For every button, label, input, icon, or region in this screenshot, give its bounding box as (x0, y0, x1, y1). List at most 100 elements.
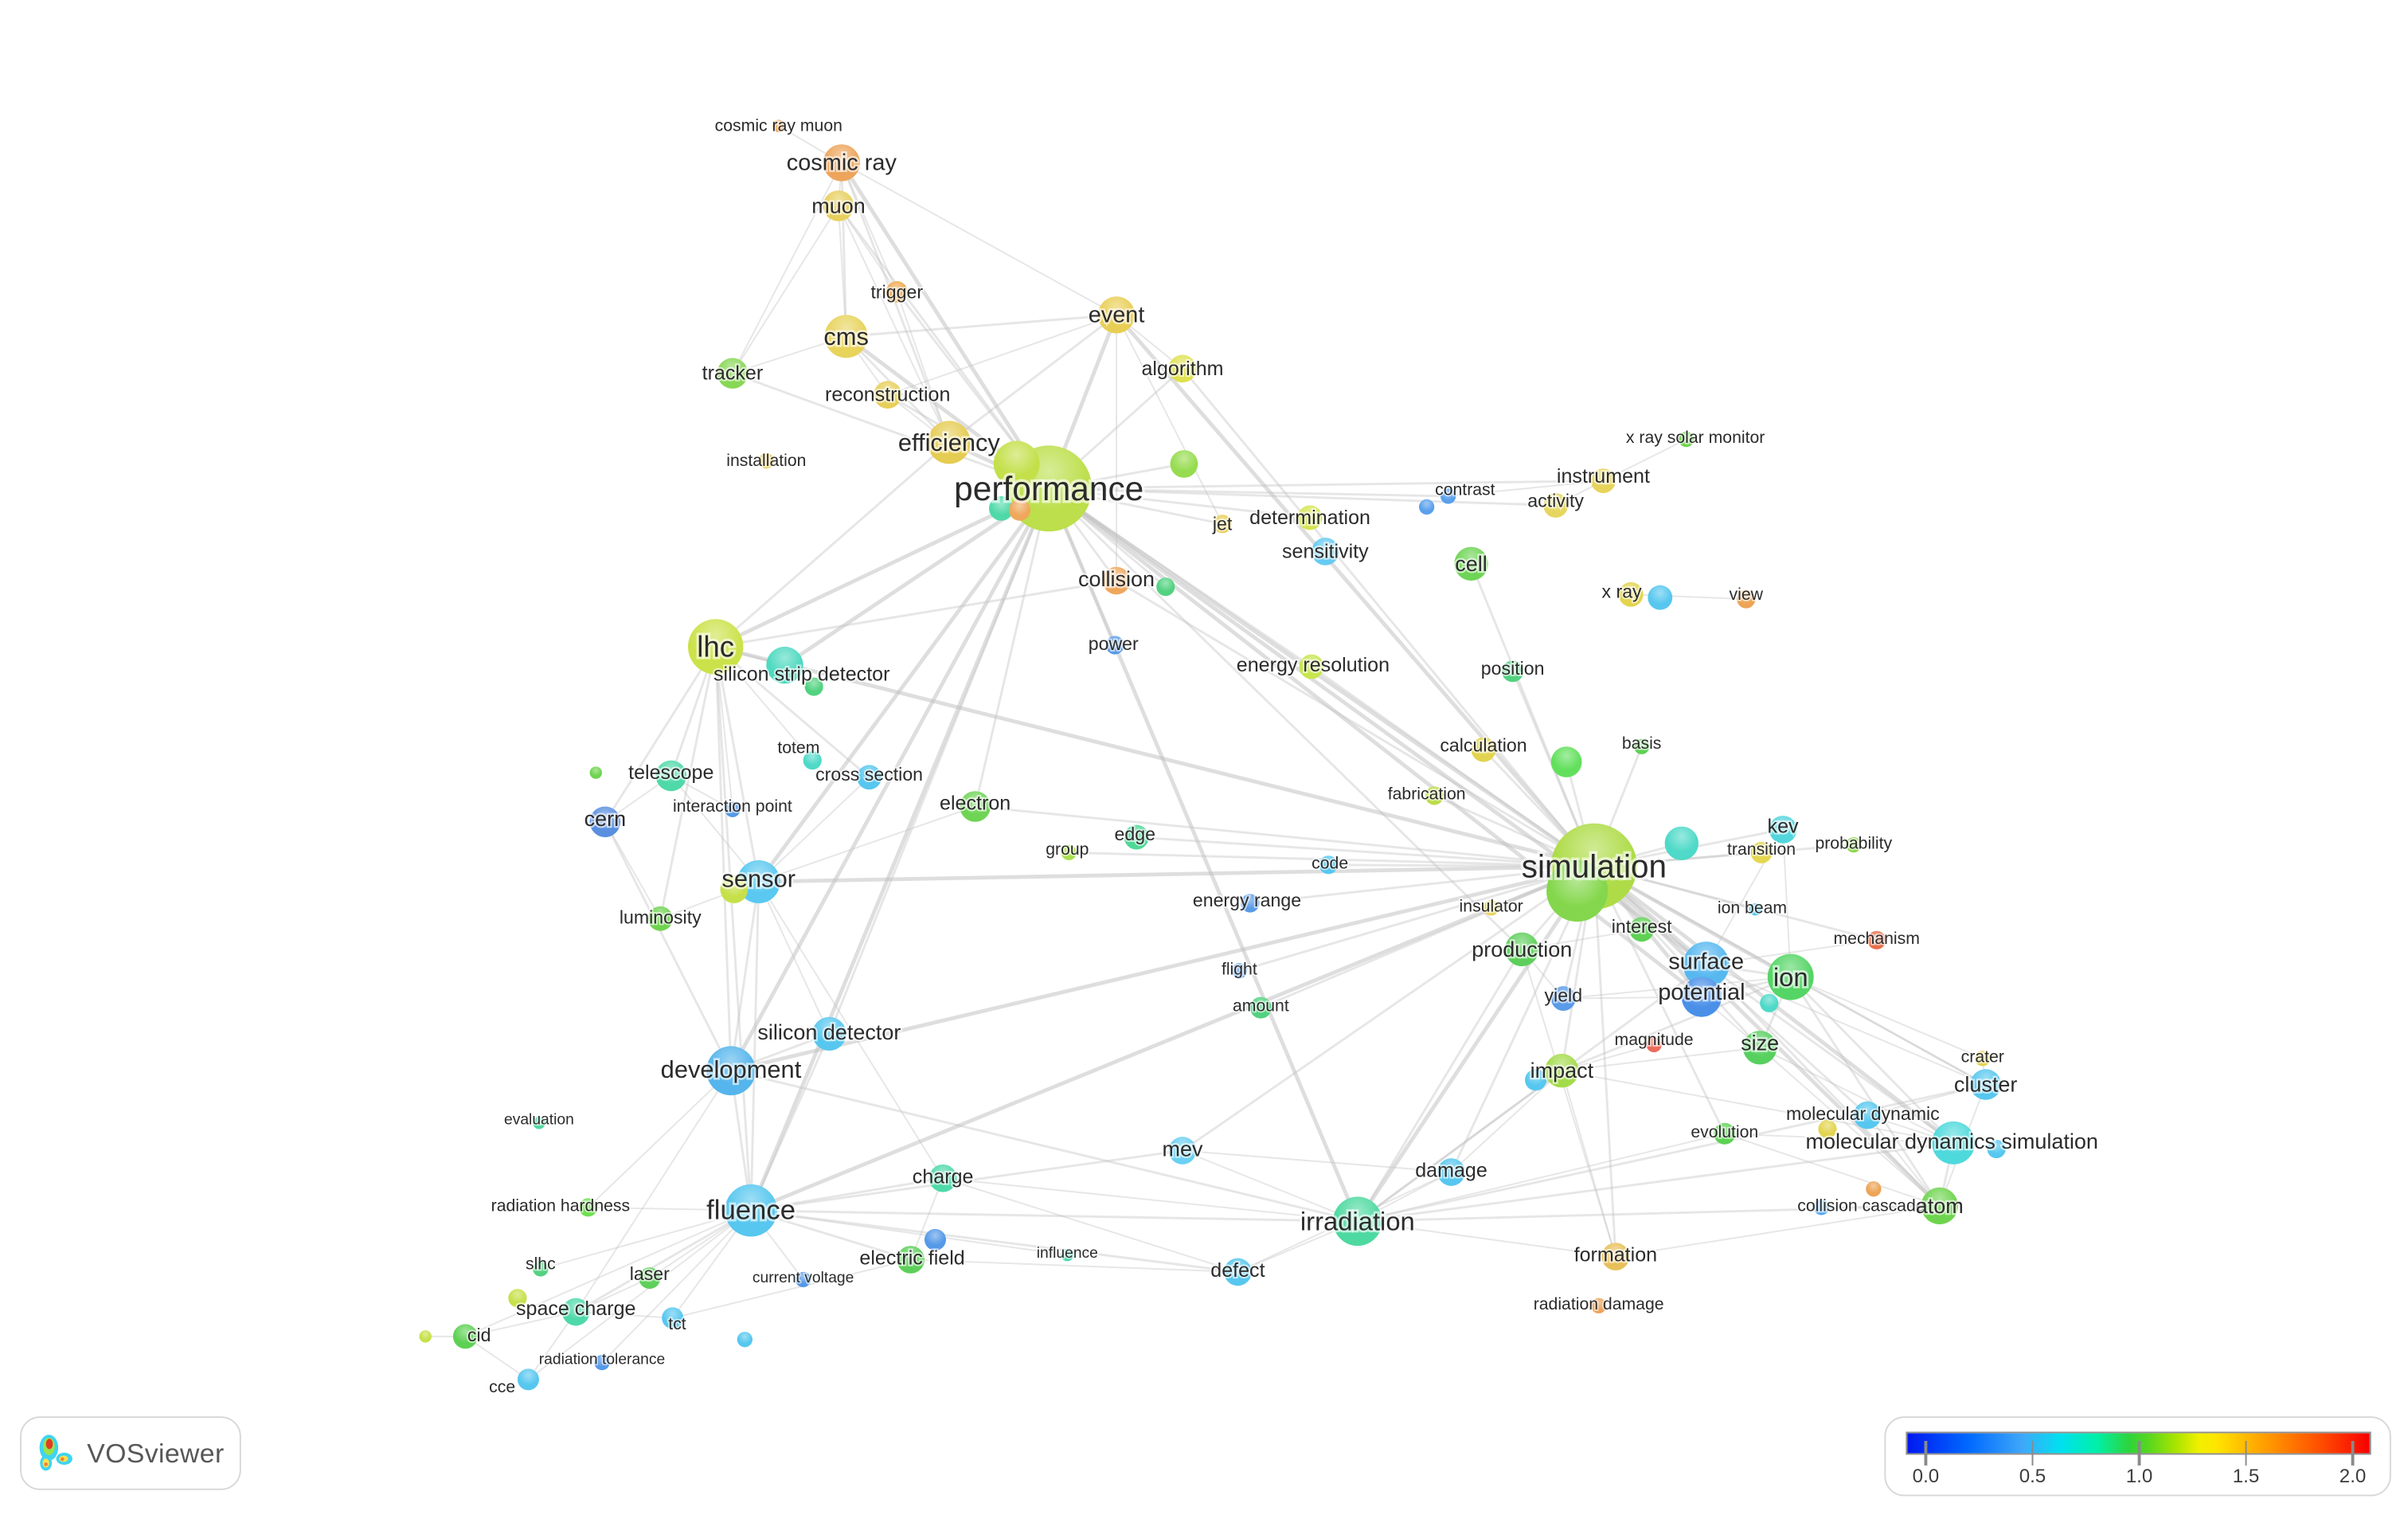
node-efficiency[interactable] (927, 421, 971, 464)
node-cms[interactable] (824, 315, 868, 358)
node-xray[interactable] (1618, 581, 1644, 607)
node-green-a[interactable] (1170, 450, 1198, 478)
node-atom[interactable] (1921, 1187, 1958, 1225)
node-current-voltage[interactable] (795, 1271, 811, 1288)
node-reconstruction[interactable] (874, 381, 902, 409)
node-radiation-hardness[interactable] (579, 1198, 598, 1217)
node-basis[interactable] (1633, 738, 1650, 754)
node-group[interactable] (1061, 844, 1077, 860)
node-collision-cascade[interactable] (1813, 1200, 1829, 1216)
node-muon[interactable] (823, 190, 854, 221)
node-cosmic-ray[interactable] (823, 144, 860, 182)
node-telescope-b[interactable] (589, 766, 602, 779)
node-dot-cyan[interactable] (737, 1332, 752, 1348)
node-molecular-dynamic[interactable] (1853, 1101, 1882, 1129)
node-ion-beam[interactable] (1749, 902, 1762, 916)
node-view[interactable] (1737, 589, 1756, 609)
node-charge[interactable] (928, 1164, 957, 1192)
node-simulation-b[interactable] (1546, 859, 1609, 922)
node-calculation[interactable] (1471, 737, 1496, 762)
node-activity[interactable] (1543, 493, 1569, 518)
node-cid-b[interactable] (419, 1330, 432, 1343)
node-formation[interactable] (1601, 1243, 1630, 1270)
node-power[interactable] (1105, 636, 1124, 655)
node-installation[interactable] (758, 452, 774, 469)
node-energy-range[interactable] (1241, 894, 1260, 913)
node-lhc[interactable] (687, 619, 744, 675)
node-kev[interactable] (1769, 816, 1797, 844)
node-jet[interactable] (1213, 515, 1232, 534)
node-radiation-damage[interactable] (1590, 1298, 1607, 1313)
node-position[interactable] (1502, 660, 1524, 683)
node-cluster[interactable] (1970, 1069, 2001, 1100)
node-electron[interactable] (960, 791, 991, 822)
node-green-b[interactable] (1550, 746, 1582, 777)
node-atom-b[interactable] (1866, 1181, 1882, 1197)
node-irradiation[interactable] (1332, 1196, 1382, 1247)
node-influence[interactable] (1061, 1248, 1074, 1262)
node-size[interactable] (1742, 1031, 1777, 1065)
node-cern[interactable] (589, 806, 621, 838)
node-mds-b[interactable] (1987, 1139, 2006, 1159)
node-damage[interactable] (1437, 1158, 1465, 1186)
node-potential[interactable] (1681, 977, 1722, 1017)
node-cross-section[interactable] (857, 765, 882, 790)
node-interest[interactable] (1629, 917, 1655, 942)
node-sensitivity[interactable] (1311, 537, 1339, 566)
node-luminosity[interactable] (647, 906, 673, 931)
node-ssd-b[interactable] (804, 677, 823, 696)
node-interaction-point[interactable] (725, 801, 741, 817)
node-development[interactable] (706, 1046, 756, 1096)
node-electric-field[interactable] (897, 1246, 924, 1274)
node-telescope[interactable] (655, 760, 687, 792)
node-energy-resolution[interactable] (1299, 654, 1324, 679)
node-determination[interactable] (1297, 505, 1323, 530)
node-mechanism[interactable] (1867, 930, 1886, 949)
node-laser[interactable] (639, 1267, 661, 1290)
node-code[interactable] (1319, 855, 1338, 875)
node-silicon-detector[interactable] (812, 1016, 846, 1051)
node-fabrication[interactable] (1425, 786, 1444, 805)
node-mds[interactable] (1932, 1121, 1976, 1165)
node-silicon-strip-detector[interactable] (766, 646, 803, 684)
node-collision-b[interactable] (1156, 577, 1175, 597)
node-moldyn-b[interactable] (1818, 1119, 1837, 1139)
node-transition[interactable] (1750, 841, 1773, 863)
node-performance-b[interactable] (993, 440, 1040, 487)
node-tracker[interactable] (717, 358, 749, 389)
node-xray-b[interactable] (1648, 585, 1673, 610)
node-insulator[interactable] (1483, 900, 1499, 916)
node-surface[interactable] (1683, 941, 1730, 988)
node-collision[interactable] (1102, 566, 1131, 595)
node-radiation-tolerance[interactable] (594, 1354, 610, 1371)
node-evaluation[interactable] (533, 1117, 545, 1129)
node-cce[interactable] (517, 1368, 539, 1391)
node-contrast-b[interactable] (1418, 499, 1435, 515)
node-amount[interactable] (1249, 996, 1272, 1019)
node-event[interactable] (1097, 296, 1136, 334)
vosviewer-logo[interactable]: VOSviewer (20, 1416, 241, 1490)
node-cid[interactable] (452, 1324, 478, 1349)
node-xray-solar-monitor[interactable] (1678, 431, 1695, 448)
node-flight[interactable] (1231, 963, 1247, 979)
node-evolution[interactable] (1714, 1122, 1736, 1145)
node-tct[interactable] (662, 1307, 684, 1329)
node-perf-orange[interactable] (1009, 499, 1031, 521)
node-magnitude[interactable] (1646, 1036, 1662, 1053)
node-impact-b[interactable] (1525, 1069, 1547, 1091)
node-totem[interactable] (803, 751, 822, 770)
node-ion[interactable] (1767, 953, 1814, 1000)
node-cell[interactable] (1454, 546, 1488, 581)
node-perf-teal[interactable] (988, 495, 1014, 521)
node-yield[interactable] (1550, 986, 1576, 1011)
node-production[interactable] (1504, 932, 1539, 967)
node-space-charge[interactable] (561, 1298, 590, 1326)
node-crater[interactable] (1975, 1051, 1991, 1067)
node-slhc[interactable] (533, 1261, 549, 1277)
node-edge[interactable] (1124, 824, 1149, 850)
node-cosmic-ray-muon[interactable] (772, 119, 785, 132)
node-mev[interactable] (1168, 1137, 1197, 1165)
node-fluence[interactable] (725, 1184, 777, 1237)
node-sensor[interactable] (737, 859, 780, 903)
node-impact[interactable] (1545, 1053, 1579, 1088)
